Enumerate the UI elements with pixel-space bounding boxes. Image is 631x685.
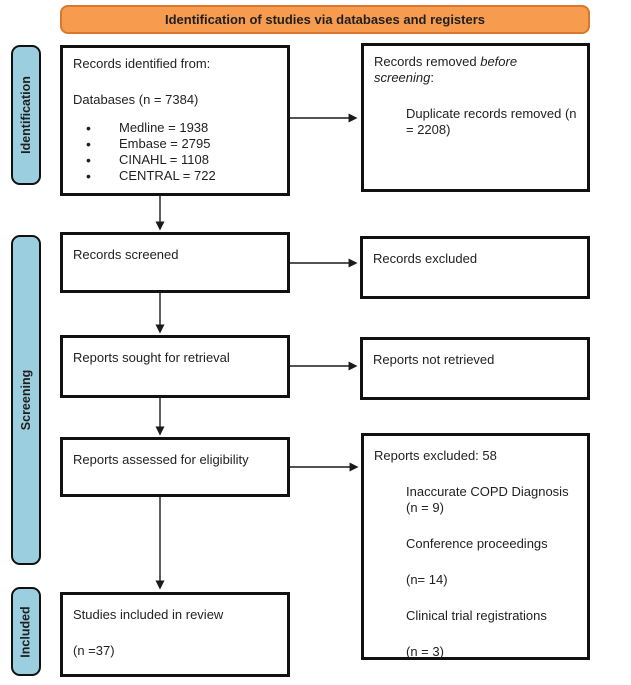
exclusion-reason: Conference proceedings [406,536,548,551]
database-count-item: CINAHL = 1108 [73,152,277,168]
records-removed-detail: Duplicate records removed (n = 2208) [406,106,577,137]
stage-screening: Screening [11,235,41,565]
box-records-removed: Records removed before screening: Duplic… [361,43,590,192]
stage-included: Included [11,587,41,676]
stage-identification-label: Identification [19,76,33,154]
stage-screening-label: Screening [19,369,33,431]
records-removed-heading: Records removed before screening: [374,54,532,86]
exclusion-reason: (n = 3) [406,644,444,659]
database-count-item: Medline = 1938 [73,120,277,136]
exclusion-reason: (n= 14) [406,572,448,587]
records-screened-label: Records screened [73,247,179,262]
box-reports-not-retrieved: Reports not retrieved [360,337,590,400]
box-records-screened: Records screened [60,232,290,293]
database-count-item: Embase = 2795 [73,136,277,152]
reports-assessed-label: Reports assessed for eligibility [73,452,249,467]
reports-excluded-title: Reports excluded: 58 [374,448,497,463]
stage-identification: Identification [11,45,41,185]
records-identified-line2: Databases (n = 7384) [73,92,199,107]
exclusion-reason: Inaccurate COPD Diagnosis (n = 9) [406,484,569,515]
studies-included-line1: Studies included in review [73,607,224,622]
records-removed-suffix: : [430,70,434,85]
box-studies-included: Studies included in review (n =37) [60,592,290,677]
records-removed-prefix: Records removed [374,54,481,69]
database-counts-list: Medline = 1938 Embase = 2795 CINAHL = 11… [73,120,277,184]
banner-title: Identification of studies via databases … [60,5,590,34]
reports-sought-label: Reports sought for retrieval [73,350,230,365]
box-records-excluded: Records excluded [360,236,590,299]
banner-title-label: Identification of studies via databases … [164,11,486,27]
box-reports-sought: Reports sought for retrieval [60,335,290,398]
records-identified-line1: Records identified from: [73,56,211,71]
studies-included-line2: (n =37) [73,643,115,658]
box-records-identified: Records identified from: Databases (n = … [60,45,290,196]
reports-not-retrieved-label: Reports not retrieved [373,352,495,367]
box-reports-excluded: Reports excluded: 58 Inaccurate COPD Dia… [361,433,590,660]
records-excluded-label: Records excluded [373,251,478,266]
exclusion-reason: Clinical trial registrations [406,608,547,623]
box-reports-assessed: Reports assessed for eligibility [60,437,290,497]
database-count-item: CENTRAL = 722 [73,168,277,184]
stage-included-label: Included [19,605,33,658]
records-removed-italic: before screening [374,54,518,85]
